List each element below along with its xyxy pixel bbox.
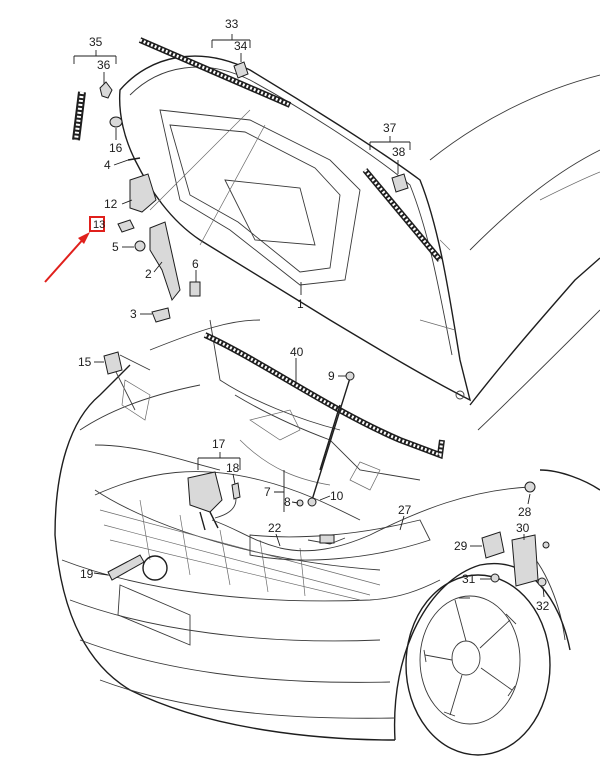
callout-31: 31: [462, 572, 476, 586]
callout-5: 5: [112, 240, 119, 254]
seals: [72, 37, 445, 460]
callout-2: 2: [145, 267, 152, 281]
callout-15: 15: [78, 355, 92, 369]
callout-1: 1: [297, 297, 304, 311]
callout-19: 19: [80, 567, 94, 581]
callout-30: 30: [516, 521, 530, 535]
callout-16: 16: [109, 141, 123, 155]
callout-4: 4: [104, 158, 111, 172]
callout-13-highlighted: 13: [93, 219, 106, 231]
callout-32: 32: [536, 599, 550, 613]
callout-28: 28: [518, 505, 532, 519]
callout-3: 3: [130, 307, 137, 321]
callout-33: 33: [225, 17, 239, 31]
leader-lines: [73, 34, 545, 598]
callout-38: 38: [392, 145, 406, 159]
hardware-parts: [99, 61, 550, 587]
callout-29: 29: [454, 539, 468, 553]
callout-36: 36: [97, 58, 111, 72]
callout-35: 35: [89, 35, 103, 49]
callout-18: 18: [226, 461, 240, 475]
callout-27: 27: [398, 503, 412, 517]
callout-17: 17: [212, 437, 226, 451]
callout-34: 34: [234, 39, 248, 53]
vehicle-body: [54, 74, 600, 756]
callout-8: 8: [284, 495, 291, 509]
callout-37: 37: [383, 121, 397, 135]
callout-9: 9: [328, 369, 335, 383]
highlight-box: 13: [89, 216, 105, 232]
callout-40: 40: [290, 345, 304, 359]
callout-10: 10: [330, 489, 344, 503]
callout-22: 22: [268, 521, 282, 535]
callout-7: 7: [264, 485, 271, 499]
callout-12: 12: [104, 197, 118, 211]
callout-6: 6: [192, 257, 199, 271]
highlight-arrow: [44, 232, 90, 283]
